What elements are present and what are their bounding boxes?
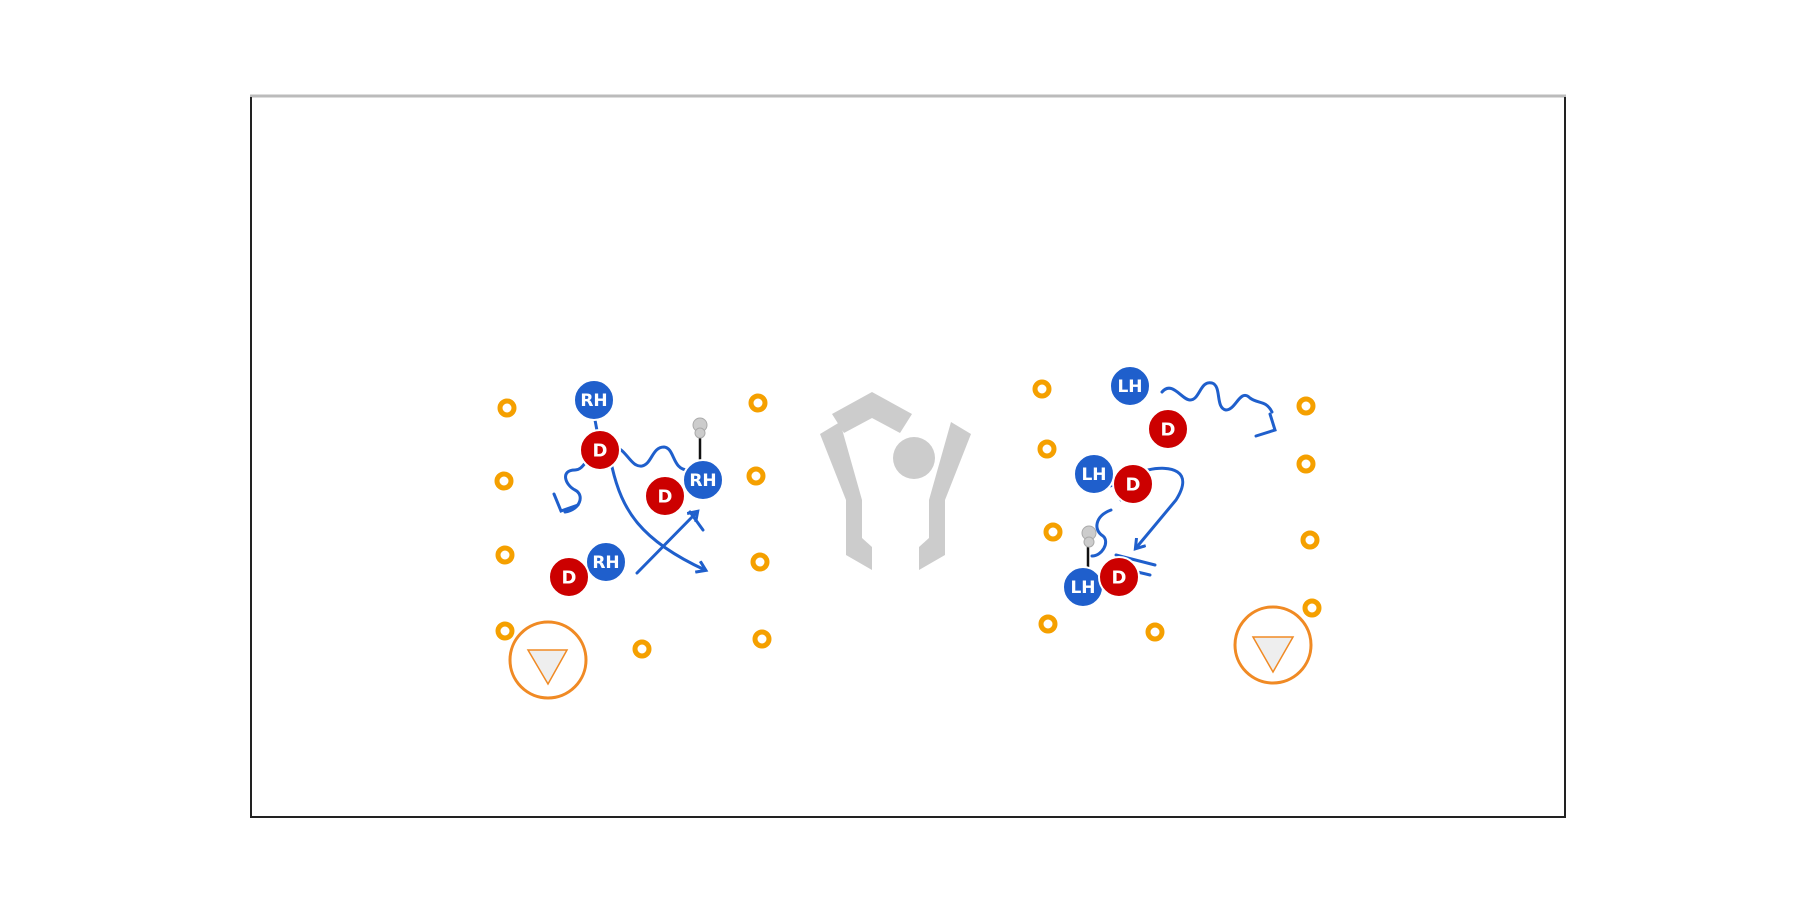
cone-icon [632,639,652,659]
cone-icon [748,393,768,413]
dodge-end-4 [1254,412,1277,438]
cone-icon [1037,439,1057,459]
player-lh-3: LH [1062,566,1104,608]
dodge-path-5 [1090,508,1113,558]
player-label: RH [592,553,619,573]
player-rh-3: RH [585,541,627,583]
player-d-2: D [644,475,686,517]
player-label: D [562,568,577,589]
cone-icon [1038,614,1058,634]
cone-icon [497,398,517,418]
player-label: D [593,441,608,462]
cone-icon [750,552,770,572]
player-lh-1: LH [1109,365,1151,407]
dodge-path-3 [611,445,690,472]
player-lh-2: LH [1073,453,1115,495]
cone-icon [1032,379,1052,399]
player-label: RH [580,391,607,411]
player-rh-1: RH [573,379,615,421]
player-d-5: D [1112,463,1154,505]
player-label: D [1126,475,1141,496]
lacrosse-stick-icon [1081,525,1097,584]
dodge-end-1 [552,492,580,513]
player-d-4: D [1147,408,1189,450]
player-rh-2: RH [682,459,724,501]
player-d-6: D [1098,556,1140,598]
player-label: D [1112,568,1127,589]
cut-path-4 [1136,466,1184,548]
cone-icon [494,471,514,491]
player-d-1: D [579,429,621,471]
cone-icon [1302,598,1322,618]
cone-icon [752,629,772,649]
player-label: LH [1070,578,1095,598]
player-label: D [658,487,673,508]
player-label: RH [689,471,716,491]
cone-icon [1296,396,1316,416]
center-logo-icon [820,392,971,570]
goal-icon [1233,605,1313,685]
player-label: LH [1117,377,1142,397]
cone-icon [1300,530,1320,550]
cone-icon [1145,622,1165,642]
cut-path-2 [635,512,697,575]
cut-path-1 [610,465,705,570]
player-d-3: D [548,556,590,598]
dodge-path-4 [1160,381,1274,414]
cone-icon [1043,522,1063,542]
cones [494,379,1322,659]
player-label: D [1161,420,1176,441]
cone-icon [495,545,515,565]
field [250,94,1566,818]
player-label: LH [1081,465,1106,485]
cone-icon [495,621,515,641]
cone-icon [746,466,766,486]
goal-icon [508,620,588,700]
cone-icon [1296,454,1316,474]
cut-end-2 [688,510,705,532]
